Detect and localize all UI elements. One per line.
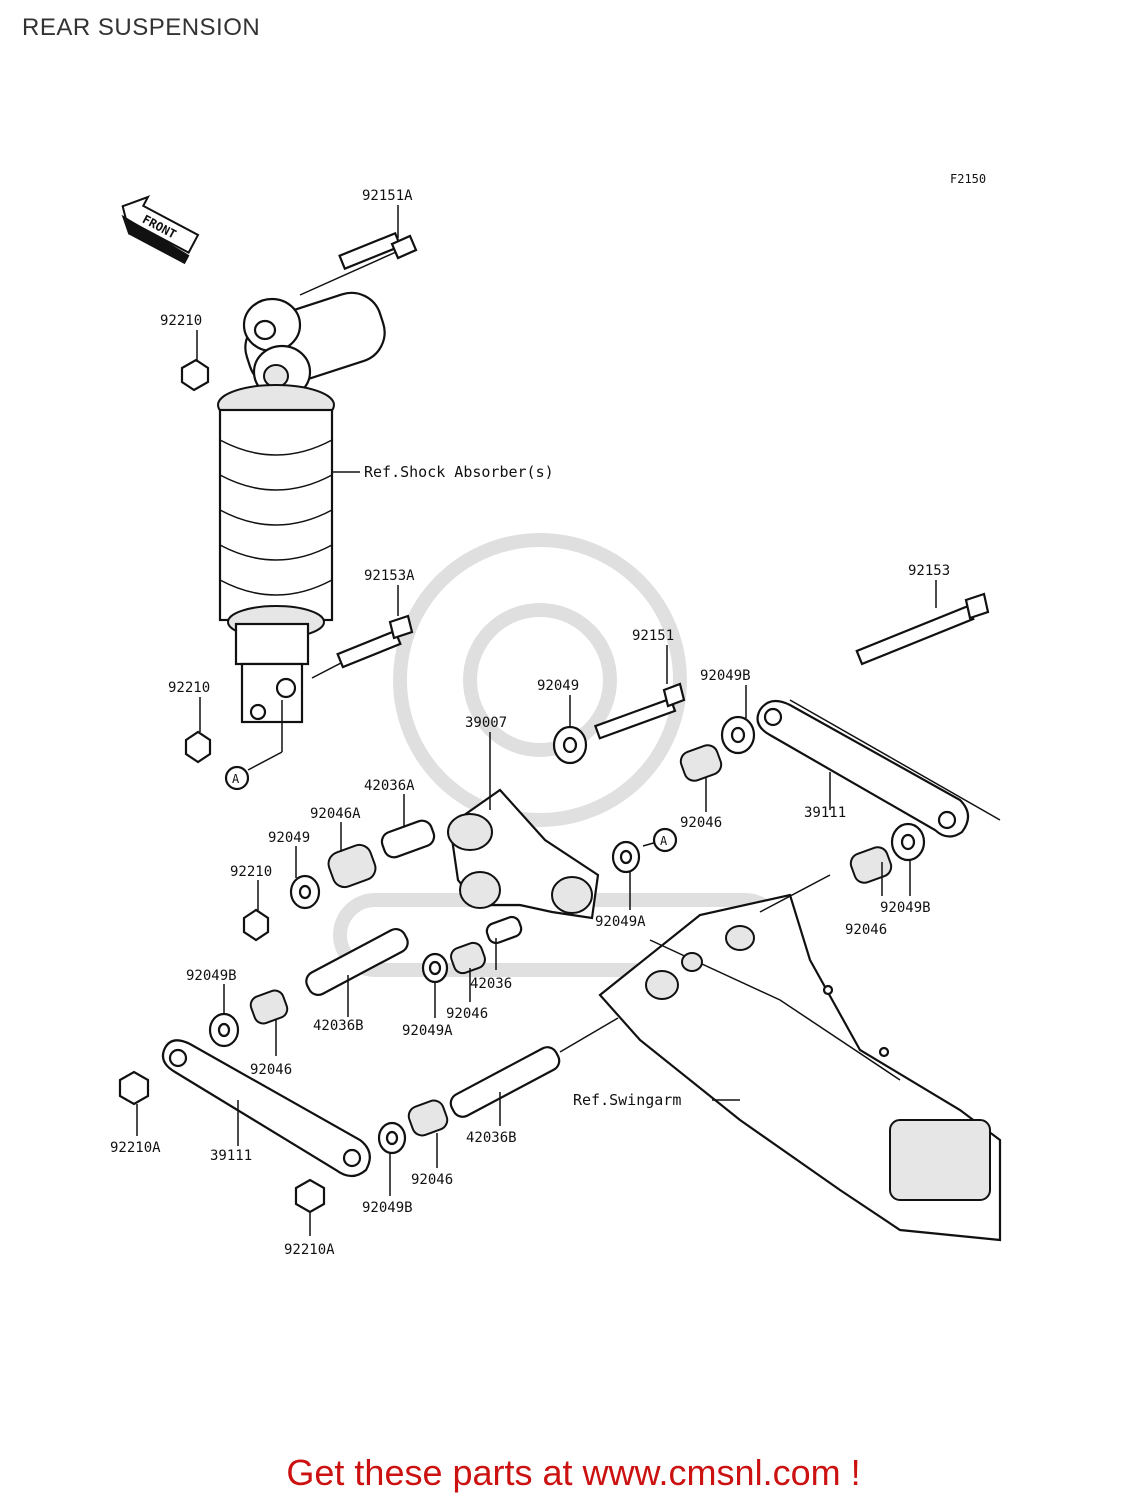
part-label: 92046A: [310, 806, 361, 822]
part-label: 92046: [446, 1006, 488, 1022]
part-label: 92049B: [880, 900, 931, 916]
nut-92210A-left: [118, 1070, 150, 1106]
part-label: 92049B: [362, 1200, 413, 1216]
nut-92210-upper: [180, 358, 210, 392]
bushing-92046-right: [849, 846, 893, 884]
part-label: 92049: [537, 678, 579, 694]
washer-92049B-bottom: [377, 1121, 407, 1155]
part-label: 92153: [908, 563, 950, 579]
nut-92210A-lower: [294, 1178, 326, 1214]
part-label: 92151: [632, 628, 674, 644]
part-label: 39111: [804, 805, 846, 821]
part-label: 39007: [465, 715, 507, 731]
washer-92049B-upper: [720, 715, 756, 755]
bushing-92046-left: [249, 989, 289, 1025]
part-label: 42036: [470, 976, 512, 992]
washer-92049B-left: [208, 1012, 240, 1048]
tie-rod-39111-upper: [756, 699, 970, 838]
bolt-92151-drawing: [593, 682, 686, 740]
point-a-marker-right: A: [652, 827, 678, 853]
point-a-label: A: [660, 834, 668, 848]
ref-shock-absorber-label: Ref.Shock Absorber(s): [364, 463, 554, 481]
part-label: 42036A: [364, 778, 415, 794]
nut-92210-mid: [242, 908, 270, 942]
bolt-92151A-drawing: [299, 231, 418, 296]
part-label: 92210A: [284, 1242, 335, 1258]
part-label: 39111: [210, 1148, 252, 1164]
front-arrow-icon: FRONT: [121, 195, 200, 265]
part-label: 92153A: [364, 568, 415, 584]
bushing-92046-bottom: [407, 1099, 449, 1137]
part-label: 92049B: [700, 668, 751, 684]
part-label: 92049: [268, 830, 310, 846]
bolt-92153-drawing: [855, 592, 990, 666]
tie-rod-39111-lower: [161, 1039, 371, 1178]
footer-link[interactable]: Get these parts at www.cmsnl.com !: [286, 1452, 861, 1493]
part-label: 92049A: [402, 1023, 453, 1039]
washer-92049-left: [289, 874, 321, 910]
washer-92049-upper: [552, 725, 588, 765]
point-a-marker-left: A: [224, 765, 250, 791]
part-label: 92151A: [362, 188, 413, 204]
collar-42036: [485, 915, 523, 945]
part-label: 92046: [411, 1172, 453, 1188]
part-label: 92210: [168, 680, 210, 696]
part-number-labels: 92151A 92210 92153A 92210 92153 92151 92…: [110, 188, 950, 1258]
part-label: 92210A: [110, 1140, 161, 1156]
shock-absorber: [217, 291, 386, 724]
part-label: 42036B: [313, 1018, 364, 1034]
figure-code: F2150: [950, 172, 986, 186]
bushing-92046A: [327, 843, 377, 889]
collar-42036B-left: [305, 928, 409, 996]
part-label: 92046: [250, 1062, 292, 1078]
part-label: 92049A: [595, 914, 646, 930]
bushing-92046-mid: [450, 941, 486, 975]
part-label: 92210: [230, 864, 272, 880]
part-label: 92046: [680, 815, 722, 831]
washer-92049A-upper: [611, 840, 641, 874]
part-label: 92049B: [186, 968, 237, 984]
part-label: 92210: [160, 313, 202, 329]
rocker-arm: [447, 788, 600, 920]
point-a-label: A: [232, 772, 240, 786]
part-label: 42036B: [466, 1130, 517, 1146]
part-label: 92046: [845, 922, 887, 938]
leader-lines: [136, 205, 1001, 1236]
bushing-92046-upper: [679, 744, 723, 782]
ref-swingarm-label: Ref.Swingarm: [573, 1091, 681, 1109]
swingarm: [598, 893, 1002, 1242]
nut-92210-lower: [184, 730, 212, 764]
page-title: REAR SUSPENSION: [22, 14, 261, 41]
washer-92049A-lower: [421, 952, 449, 984]
washer-92049B-right: [890, 822, 926, 862]
bolt-92153A-drawing: [311, 614, 414, 679]
collar-42036B-bottom: [449, 1046, 561, 1118]
collar-42036A: [380, 819, 436, 859]
